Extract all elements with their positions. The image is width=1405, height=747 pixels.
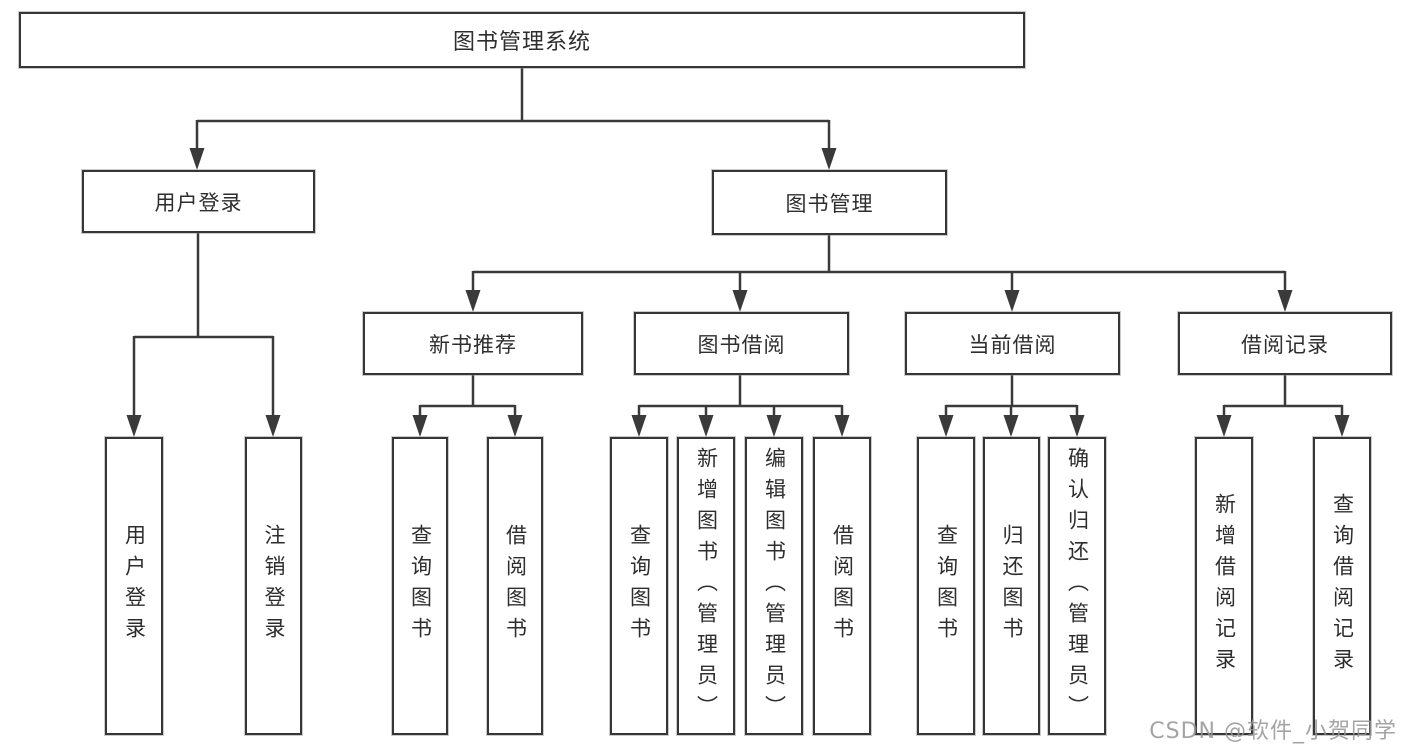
leaf-user-login: 用户登录 xyxy=(105,437,163,735)
leaf-query-borrow-record: 查询借阅记录 xyxy=(1313,437,1371,735)
node-root-system: 图书管理系统 xyxy=(19,12,1025,68)
leaf-label: 新增图书（管理员） xyxy=(694,446,719,726)
leaf-borrow-books-2: 借阅图书 xyxy=(813,437,871,735)
node-current-borrow: 当前借阅 xyxy=(905,312,1120,375)
leaf-return-books: 归还图书 xyxy=(983,437,1040,735)
leaf-label: 查询图书 xyxy=(627,524,652,648)
leaf-logout: 注销登录 xyxy=(245,437,302,735)
node-book-borrow: 图书借阅 xyxy=(634,312,849,375)
leaf-confirm-return-admin: 确认归还（管理员） xyxy=(1048,437,1106,735)
csdn-watermark: CSDN @软件_小贺同学 xyxy=(1149,719,1397,744)
leaf-label: 借阅图书 xyxy=(503,524,528,648)
node-book-management: 图书管理 xyxy=(712,170,947,235)
edge-current-borrow-to-leaves xyxy=(938,375,1085,437)
leaf-edit-books-admin: 编辑图书（管理员） xyxy=(745,437,803,735)
leaf-add-books-admin: 新增图书（管理员） xyxy=(677,437,735,735)
leaf-label: 确认归还（管理员） xyxy=(1065,446,1090,726)
leaf-label: 注销登录 xyxy=(262,524,286,648)
edge-new-book-rec-to-leaves xyxy=(412,375,523,437)
leaf-label: 新增借阅记录 xyxy=(1212,493,1237,679)
leaf-borrow-books-1: 借阅图书 xyxy=(487,437,543,735)
node-user-login: 用户登录 xyxy=(82,170,315,233)
leaf-label: 查询图书 xyxy=(934,524,959,648)
node-new-book-recommend: 新书推荐 xyxy=(363,312,583,375)
leaf-query-books-2: 查询图书 xyxy=(610,437,668,735)
leaf-add-borrow-record: 新增借阅记录 xyxy=(1195,437,1253,735)
leaf-label: 编辑图书（管理员） xyxy=(762,446,787,726)
leaf-label: 查询图书 xyxy=(408,524,433,648)
edge-book-mgmt-to-level3 xyxy=(465,235,1293,312)
leaf-label: 用户登录 xyxy=(122,524,147,648)
node-borrow-records: 借阅记录 xyxy=(1178,312,1392,375)
leaf-label: 查询借阅记录 xyxy=(1330,493,1355,679)
leaf-query-books-1: 查询图书 xyxy=(392,437,448,735)
edge-user-login-to-leaves xyxy=(126,233,281,437)
leaf-query-books-3: 查询图书 xyxy=(917,437,975,735)
edge-borrow-records-to-leaves xyxy=(1216,375,1350,437)
edge-root-to-level2 xyxy=(189,67,837,170)
leaf-label: 借阅图书 xyxy=(830,524,855,648)
edge-book-borrow-to-leaves xyxy=(631,375,850,437)
leaf-label: 归还图书 xyxy=(1000,524,1024,648)
